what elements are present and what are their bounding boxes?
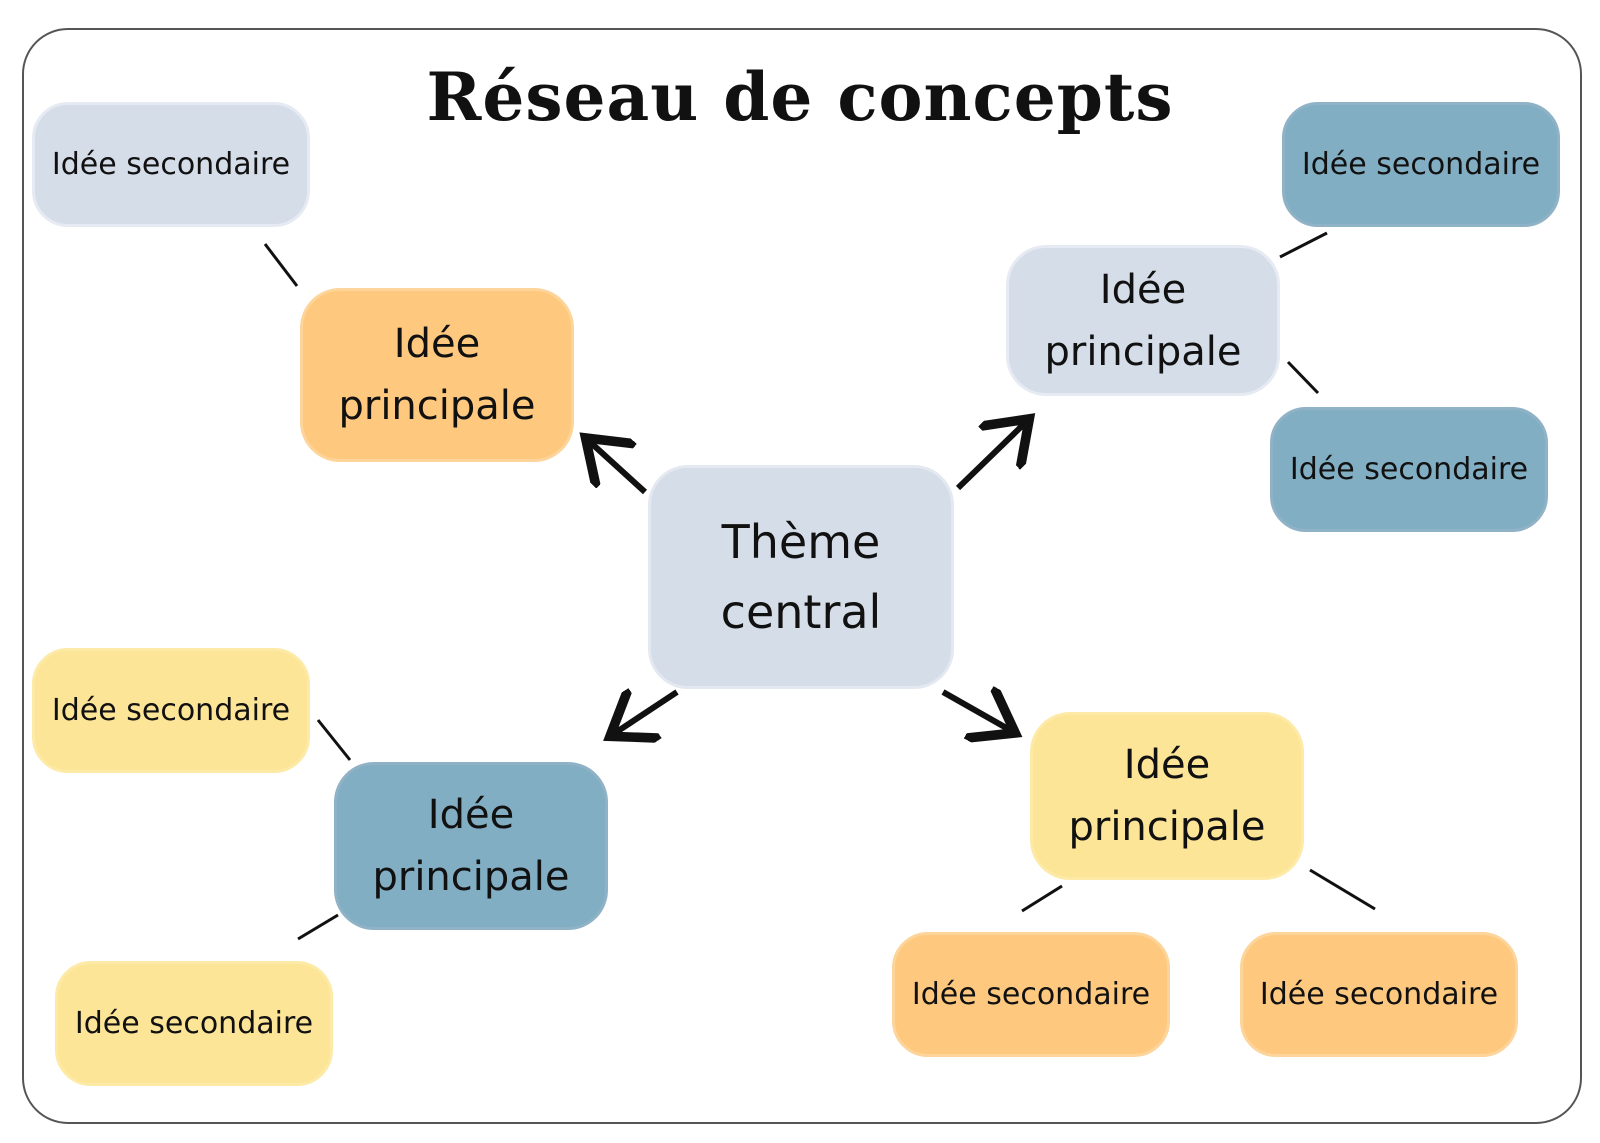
secondary-idea-label: Idée secondaire — [911, 977, 1151, 1012]
connector-top-left-sub — [263, 243, 299, 287]
connector-bottom-left-sub-1 — [316, 719, 352, 761]
connector-bottom-right-sub-2 — [1309, 868, 1376, 911]
secondary-idea-label: Idée secondaire — [74, 1006, 314, 1041]
arrow-to-top-right — [955, 423, 1025, 491]
main-idea-bottom-right: Idée principale — [1030, 712, 1304, 880]
secondary-idea-label: Idée secondaire — [1289, 452, 1529, 487]
secondary-idea-bottom-left-1: Idée secondaire — [32, 648, 310, 773]
secondary-idea-label: Idée secondaire — [1259, 977, 1499, 1012]
central-theme-node: Thème central — [648, 465, 954, 689]
main-idea-line1: Idée — [427, 792, 515, 838]
main-idea-line2: principale — [1068, 804, 1266, 850]
main-idea-bottom-left: Idée principale — [334, 762, 608, 930]
main-idea-line2: principale — [1044, 328, 1242, 375]
connector-bottom-left-sub-2 — [297, 913, 339, 941]
main-idea-top-left: Idée principale — [300, 288, 574, 462]
secondary-idea-bottom-left-2: Idée secondaire — [55, 961, 333, 1086]
secondary-idea-top-right-2: Idée secondaire — [1270, 407, 1548, 532]
arrow-to-top-left — [590, 442, 648, 495]
main-idea-top-right: Idée principale — [1006, 245, 1280, 396]
connector-top-right-sub-2 — [1286, 360, 1320, 395]
main-idea-line2: principale — [338, 383, 536, 429]
secondary-idea-top-right-1: Idée secondaire — [1282, 102, 1560, 227]
secondary-idea-label: Idée secondaire — [1301, 147, 1541, 182]
page-title: Réseau de concepts — [426, 58, 1174, 136]
main-idea-line1: Idée — [393, 321, 481, 367]
main-idea-line1: Idée — [1123, 742, 1211, 788]
arrow-to-bottom-right — [941, 692, 1010, 730]
connector-bottom-right-sub-1 — [1021, 884, 1063, 913]
central-theme-line1: Thème — [721, 515, 881, 569]
connector-top-right-sub-1 — [1279, 231, 1328, 259]
main-idea-line2: principale — [372, 854, 570, 900]
secondary-idea-bottom-right-2: Idée secondaire — [1240, 932, 1518, 1057]
secondary-idea-top-left: Idée secondaire — [32, 102, 310, 227]
secondary-idea-label: Idée secondaire — [51, 693, 291, 728]
secondary-idea-label: Idée secondaire — [51, 147, 291, 182]
central-theme-line2: central — [720, 585, 882, 639]
secondary-idea-bottom-right-1: Idée secondaire — [892, 932, 1170, 1057]
main-idea-line1: Idée — [1099, 266, 1187, 313]
arrow-to-bottom-left — [615, 692, 679, 733]
